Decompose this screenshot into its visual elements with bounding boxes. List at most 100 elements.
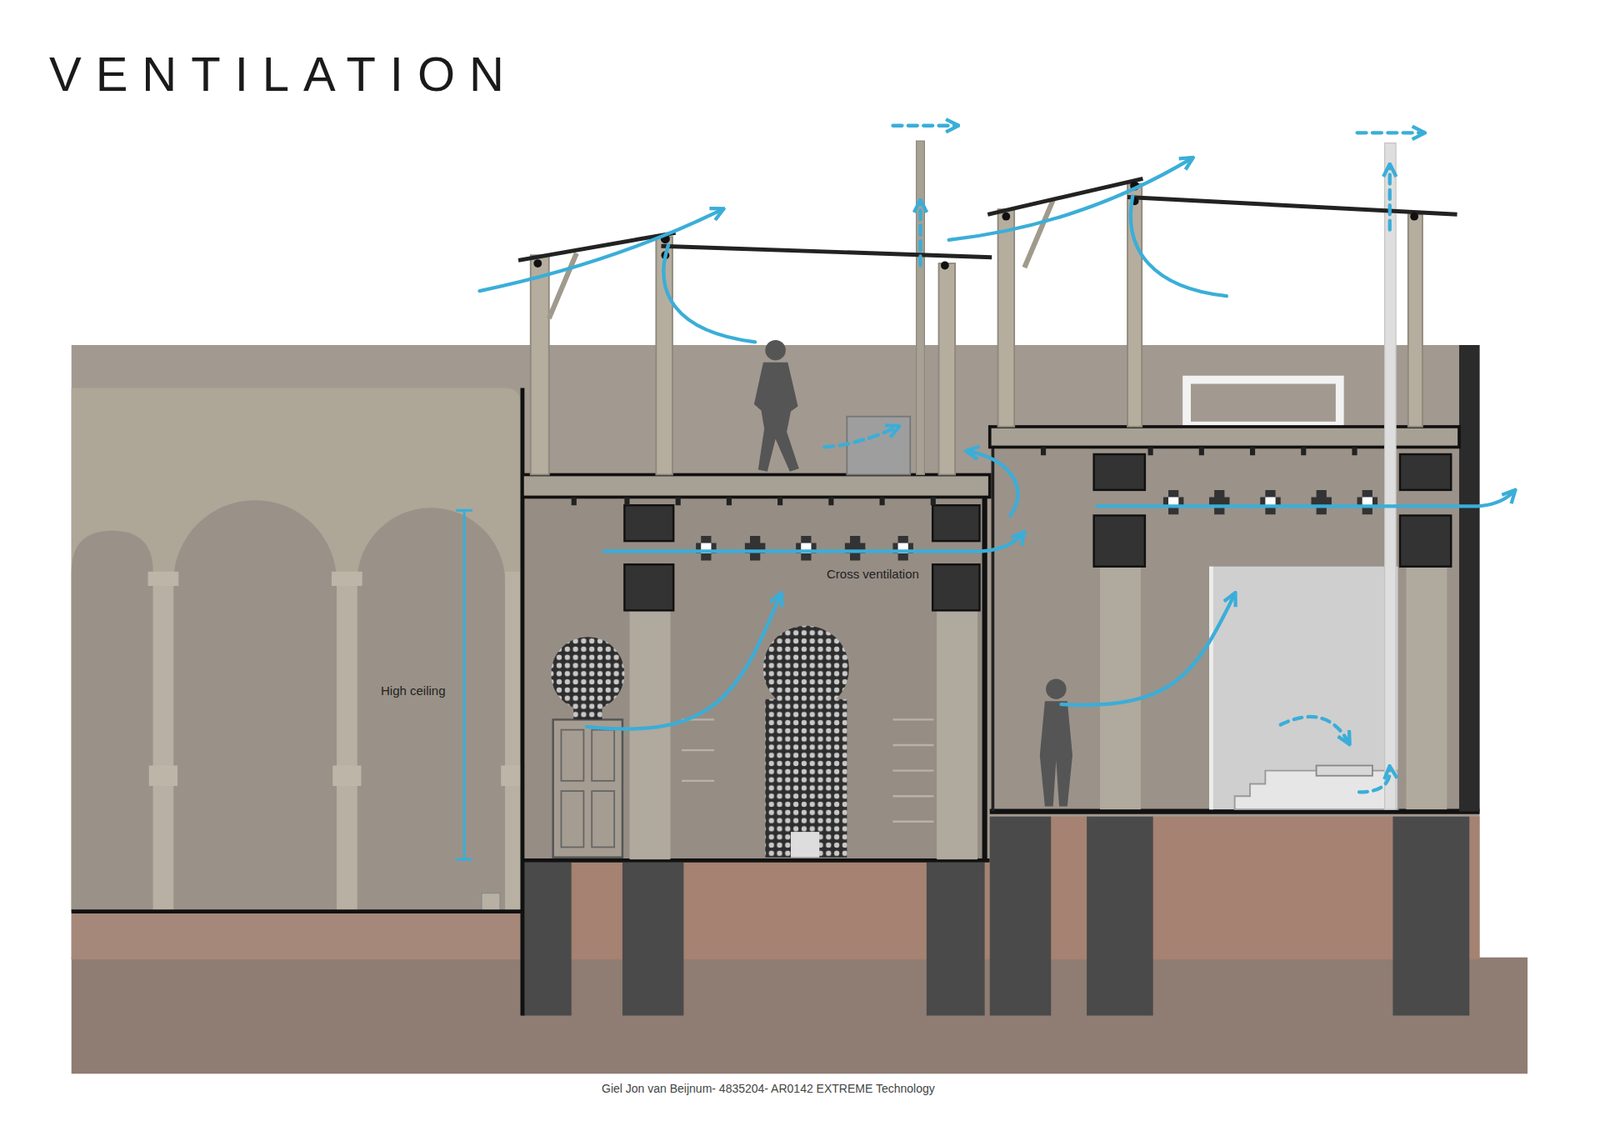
joint [940,261,950,270]
wall-line [982,475,988,860]
vent-cross [1260,490,1280,515]
column [336,571,357,912]
masonry-block [932,505,980,541]
lattice-window [550,636,625,710]
person-head [1045,678,1066,699]
shelf [892,718,934,720]
pier [1405,566,1447,810]
beam [1250,446,1255,455]
caption: Giel Jon van Beijnum- 4835204- AR0142 EX… [601,1081,935,1096]
airflow-arrow [586,594,781,730]
arch-opening [71,530,154,912]
floor-line [71,909,523,914]
vent-crosses [1163,490,1378,515]
roof-unit-arrow [824,426,898,447]
foundation-block [990,816,1051,1016]
dimension-tick [455,509,473,512]
exhaust-arrow [1388,165,1392,230]
joint [1410,212,1419,221]
pier [1100,566,1141,810]
masonry-block [624,564,674,610]
column-base [149,765,178,786]
annotation-label: High ceiling [380,683,446,699]
floor-line [522,858,990,863]
step [481,893,500,912]
person-silhouette [754,362,800,472]
airflow-curve [1130,195,1227,296]
canopy-beam [518,232,676,260]
bath-enclosure [1209,566,1399,810]
arch-opening [173,500,337,911]
vent-cross [1163,490,1184,515]
masonry-block [932,564,980,610]
roof-frame [1186,380,1340,426]
masonry-block [1094,515,1145,567]
vent-cross [1357,490,1378,515]
beam [880,496,885,505]
lattice-screen [765,699,847,858]
canopy-post [1408,214,1423,427]
foundation-block [926,862,985,1016]
masonry-block [1400,454,1451,490]
beam [1300,446,1306,455]
exhaust-arrow [1357,130,1425,135]
joint [533,259,542,268]
roof-unit [846,416,910,475]
basin [1316,765,1373,776]
beam [828,496,834,505]
beam [1351,446,1357,455]
beam [1148,446,1154,455]
shelf [892,744,934,746]
shelf [892,820,934,823]
masonry-block [624,505,674,541]
beam [930,496,936,505]
vent-crosses [695,535,914,560]
vent-cross [745,535,765,560]
shelf [892,795,934,797]
canopy-beam [660,245,992,257]
person-head [765,340,785,360]
shelf [681,749,715,751]
canopy-post [998,209,1015,427]
airflow-curve [663,245,755,342]
back-wall [71,345,1480,960]
vent-cross [1310,490,1331,515]
airflow-arrow [1060,594,1235,705]
lattice-screen [763,625,850,712]
beam [726,496,732,505]
updraft-arrow [967,450,1019,515]
chimney [916,140,925,475]
door-panel [560,730,584,781]
foundation-block [522,862,572,1016]
door-panel [560,790,584,847]
roof-slab [522,475,990,498]
canopy-post [530,255,550,475]
exhaust-arrow [892,124,957,128]
dimension-tick [455,858,473,861]
arch-opening [357,507,506,911]
airflow [480,125,1515,793]
vent-cross [1209,490,1230,515]
foundation-fill [522,862,990,960]
cross-ventilation-arrow [604,532,1024,551]
annotation-label: Cross ventilation [826,566,920,582]
brace [1024,200,1053,268]
title: VENTILATION [49,45,519,104]
airflow-arrow [480,209,723,291]
beam [777,496,783,505]
joint [1001,212,1010,221]
masonry-block [1400,515,1451,567]
niche [790,831,820,858]
parapet-wall [1459,345,1480,812]
door-panel [591,790,615,847]
enclosure-edge [1209,566,1214,810]
person-silhouette [1040,700,1073,806]
arcade-wall [71,387,521,911]
vent-cross [795,535,816,560]
pier [936,610,978,860]
beam [1199,446,1205,455]
foundation-block [1086,816,1154,1016]
shelf [681,780,715,782]
